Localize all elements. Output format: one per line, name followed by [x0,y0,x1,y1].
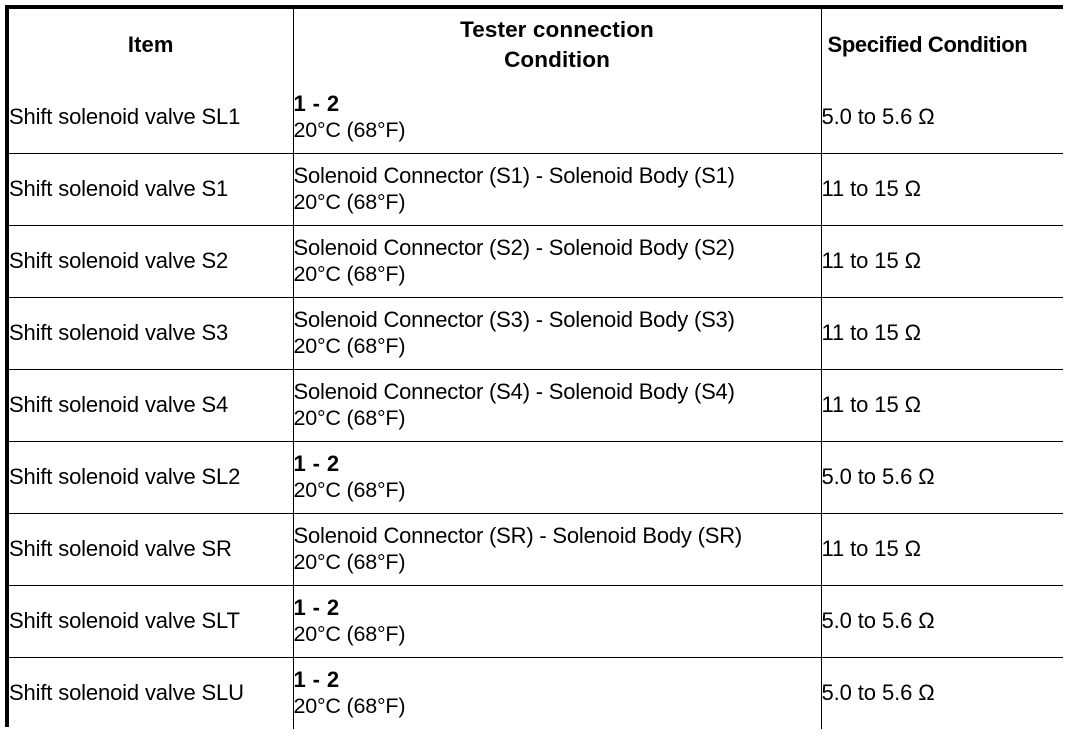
cell-tester-connection-condition: Solenoid Connector (SR) - Solenoid Body … [292,512,822,586]
cell-item: Shift solenoid valve SL2 [9,440,294,514]
solenoid-specification-table: Item Tester connection Condition Specifi… [9,9,1063,729]
cell-specified-condition: 11 to 15 Ω [820,368,1063,442]
column-header-item-label: Item [127,32,174,57]
column-header-tester-connection-label: Tester connection [460,17,654,42]
column-header-tester-connection-condition: Tester connection Condition [292,9,822,81]
cell-item: Shift solenoid valve S2 [9,224,294,298]
table-header: Item Tester connection Condition Specifi… [9,9,1063,81]
condition-temperature-text: 20°C (68°F) [293,117,406,142]
condition-temperature-text: 20°C (68°F) [293,694,406,719]
cell-tester-connection-condition: Solenoid Connector (S3) - Solenoid Body … [292,296,822,370]
cell-specified-condition: 11 to 15 Ω [820,224,1063,298]
column-header-specified-condition-label: Specified Condition [827,32,1028,57]
tester-connection-text: Solenoid Connector (S4) - Solenoid Body … [293,379,735,404]
cell-item: Shift solenoid valve S1 [9,152,294,226]
tester-connection-text: Solenoid Connector (S2) - Solenoid Body … [293,235,735,260]
condition-temperature-text: 20°C (68°F) [293,334,406,358]
cell-item: Shift solenoid valve S4 [9,368,294,442]
tester-connection-text: 1 - 2 [293,595,340,620]
column-header-item: Item [9,9,294,81]
cell-specified-condition: 11 to 15 Ω [820,296,1063,370]
tester-connection-text: Solenoid Connector (S3) - Solenoid Body … [293,307,735,332]
cell-item: Shift solenoid valve SL1 [9,81,294,154]
condition-temperature-text: 20°C (68°F) [293,622,406,646]
cell-specified-condition: 11 to 15 Ω [820,152,1063,226]
tester-connection-text: 1 - 2 [293,451,340,476]
condition-temperature-text: 20°C (68°F) [293,478,406,502]
cell-specified-condition: 5.0 to 5.6 Ω [820,584,1063,658]
tester-connection-text: Solenoid Connector (S1) - Solenoid Body … [293,163,735,188]
cell-item: Shift solenoid valve SLT [9,584,294,658]
condition-temperature-text: 20°C (68°F) [293,406,406,430]
tester-connection-text: Solenoid Connector (SR) - Solenoid Body … [293,523,743,548]
cell-specified-condition: 5.0 to 5.6 Ω [820,81,1063,154]
column-header-condition-label: Condition [504,47,610,72]
column-header-specified-condition: Specified Condition [820,9,1063,81]
cell-specified-condition: 5.0 to 5.6 Ω [820,656,1063,729]
cell-item: Shift solenoid valve SLU [9,656,294,729]
cell-specified-condition: 5.0 to 5.6 Ω [820,440,1063,514]
cell-tester-connection-condition: Solenoid Connector (S4) - Solenoid Body … [292,368,822,442]
specification-table-container: Item Tester connection Condition Specifi… [5,5,1063,729]
cell-item: Shift solenoid valve S3 [9,296,294,370]
tester-connection-text: 1 - 2 [293,667,340,693]
condition-temperature-text: 20°C (68°F) [293,262,406,286]
condition-temperature-text: 20°C (68°F) [293,190,406,214]
cell-item: Shift solenoid valve SR [9,512,294,586]
condition-temperature-text: 20°C (68°F) [293,550,406,574]
tester-connection-text: 1 - 2 [293,90,340,116]
cell-tester-connection-condition: Solenoid Connector (S2) - Solenoid Body … [292,224,822,298]
table-header-row: Item Tester connection Condition Specifi… [9,9,1063,81]
cell-tester-connection-condition: Solenoid Connector (S1) - Solenoid Body … [292,152,822,226]
cell-specified-condition: 11 to 15 Ω [820,512,1063,586]
